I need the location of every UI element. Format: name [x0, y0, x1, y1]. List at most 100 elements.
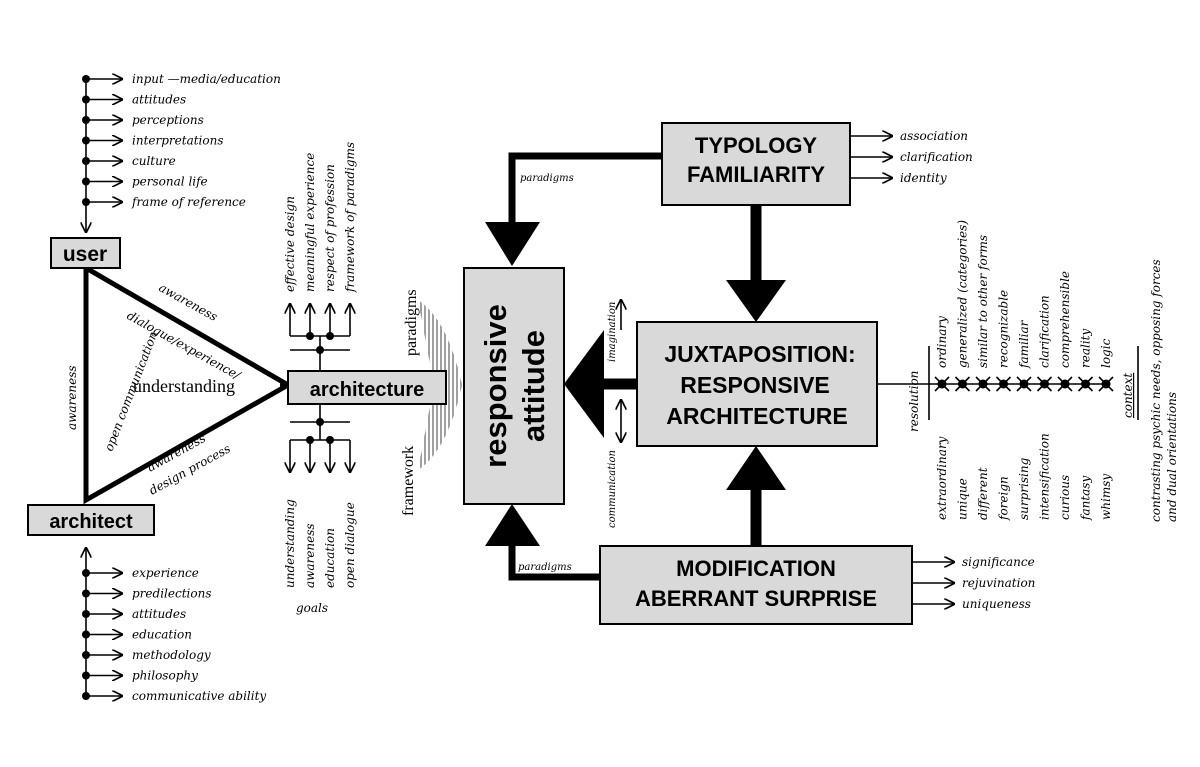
- modification-box: MODIFICATION ABERRANT SURPRISE: [599, 545, 913, 625]
- scale-top-term: generalized (categories): [956, 220, 970, 368]
- scale-bottom-term: curious: [1058, 475, 1072, 520]
- user-input-node: [82, 75, 90, 83]
- triangle-left-label: awareness: [65, 365, 79, 430]
- typology-output-label: association: [900, 129, 968, 143]
- scale-top-term: similar to other forms: [976, 235, 990, 368]
- architect-input-node: [82, 651, 90, 659]
- scale-cross: [1036, 376, 1053, 392]
- user-input-node: [82, 136, 90, 145]
- user-input-label: personal life: [132, 175, 208, 189]
- bottom-paradigms-label: paradigms: [518, 562, 572, 573]
- user-input-node: [82, 177, 90, 186]
- scale-cross: [1077, 376, 1094, 392]
- architect-inputs: experiencepredilectionsattitudeseducatio…: [82, 548, 266, 703]
- architect-input-node: [82, 589, 90, 598]
- architecture-top-term: meaningful experience: [303, 153, 317, 292]
- communication-label: communication: [607, 450, 618, 528]
- scale-top-term: clarification: [1038, 295, 1052, 368]
- modification-output-label: significance: [962, 555, 1035, 569]
- scale-cross: [954, 376, 971, 392]
- architect-input-node: [82, 630, 90, 639]
- architecture-top-term: framework of paradigms: [343, 142, 357, 293]
- scale-top-term: logic: [1099, 338, 1113, 368]
- architect-box: architect: [27, 504, 155, 536]
- architect-box-label: architect: [49, 511, 133, 533]
- architecture-bottom-term: awareness: [303, 523, 317, 588]
- imagination-label: imagination: [607, 302, 618, 362]
- scale-cross: [995, 376, 1012, 392]
- scale-bottom-term: unique: [956, 478, 970, 520]
- architect-input-label: communicative ability: [132, 689, 266, 703]
- typology-box: TYPOLOGY FAMILIARITY: [661, 122, 851, 206]
- scale-cross: [1016, 376, 1032, 392]
- modification-output-label: rejuvination: [962, 576, 1035, 590]
- attitude-label: attitude: [516, 330, 551, 442]
- architect-input-node: [82, 671, 90, 680]
- scale-top-term: comprehensible: [1058, 271, 1072, 368]
- scale-bottom-term: surprising: [1017, 457, 1031, 520]
- typology-label: TYPOLOGY: [695, 133, 818, 158]
- juxtaposition-box: JUXTAPOSITION: RESPONSIVE ARCHITECTURE: [636, 321, 878, 447]
- scale-top-term: reality: [1079, 329, 1093, 368]
- architecture-bottom-term: open dialogue: [343, 502, 357, 588]
- architect-input-label: philosophy: [132, 669, 198, 683]
- scale-cross: [1098, 376, 1114, 392]
- typology-output-label: clarification: [900, 150, 973, 164]
- scale-top-term: recognizable: [997, 290, 1011, 368]
- responsive-label: responsive: [478, 304, 513, 468]
- modification-flow: paradigms significance rejuvination unique…: [485, 446, 1035, 611]
- triangle-top-label: awareness: [157, 280, 220, 324]
- juxtaposition-to-responsive-arrow: imagination communication: [564, 300, 637, 528]
- user-input-node: [82, 157, 90, 165]
- architecture-bottom-term: understanding: [283, 499, 297, 588]
- scale-bottom-term: fantasy: [1079, 476, 1093, 521]
- typology-output-label: identity: [900, 171, 947, 185]
- user-input-node: [82, 95, 90, 104]
- familiarity-label: FAMILIARITY: [687, 162, 825, 187]
- resolution-label: resolution: [907, 371, 921, 432]
- context-label: context: [1121, 373, 1135, 418]
- user-input-label: interpretations: [132, 134, 224, 148]
- aberrant-surprise-label: ABERRANT SURPRISE: [635, 586, 877, 611]
- architecture-goals-tree: effective design meaningful experience res…: [283, 142, 357, 615]
- goals-label: goals: [296, 601, 328, 615]
- user-inputs: input —media/educationattitudesperceptio…: [82, 72, 281, 232]
- typology-flow: paradigms association clarification identi…: [485, 129, 973, 322]
- user-box-label: user: [63, 243, 107, 266]
- scale-bottom-term: intensification: [1038, 433, 1052, 520]
- modification-output-label: uniqueness: [962, 597, 1031, 611]
- scale-top-term: familiar: [1017, 319, 1031, 369]
- responsive-attitude-box: responsive attitude: [463, 267, 565, 505]
- juxtaposition-label: JUXTAPOSITION:: [664, 341, 855, 367]
- scale-cross: [934, 376, 950, 392]
- triangle-center-label: understanding: [133, 376, 235, 396]
- context-note-2: and dual orientations: [1165, 392, 1179, 522]
- user-box: user: [50, 237, 121, 269]
- user-input-node: [82, 198, 90, 206]
- scale-top-term: ordinary: [935, 316, 949, 368]
- architecture-box: architecture: [287, 370, 447, 405]
- juxta-responsive-label: RESPONSIVE: [680, 372, 830, 398]
- architecture-top-term: respect of profession: [323, 164, 337, 292]
- understanding-triangle: understanding awareness open communicati…: [65, 263, 294, 505]
- scale-bottom-term: different: [976, 467, 990, 520]
- modification-label: MODIFICATION: [676, 556, 836, 581]
- context-note-1: contrasting psychic needs, opposing forc…: [1149, 259, 1163, 522]
- scale-bottom-term: whimsy: [1099, 474, 1113, 520]
- user-input-label: attitudes: [132, 93, 186, 107]
- user-input-label: culture: [132, 154, 176, 168]
- scale-cross: [1057, 376, 1073, 392]
- user-input-label: perceptions: [132, 113, 204, 127]
- architect-input-node: [82, 569, 90, 577]
- architect-input-label: predilections: [132, 587, 211, 601]
- top-paradigms-label: paradigms: [520, 173, 574, 184]
- framework-label: framework: [400, 446, 417, 516]
- architecture-top-term: effective design: [283, 196, 297, 292]
- scale-bottom-term: foreign: [997, 476, 1011, 521]
- resolution-context-scale: resolution context ordinary generalized (…: [877, 220, 1179, 522]
- architect-input-node: [82, 692, 90, 700]
- scale-bottom-term: extraordinary: [935, 436, 949, 520]
- paradigms-label: paradigms: [403, 289, 420, 356]
- architect-input-label: attitudes: [132, 607, 186, 621]
